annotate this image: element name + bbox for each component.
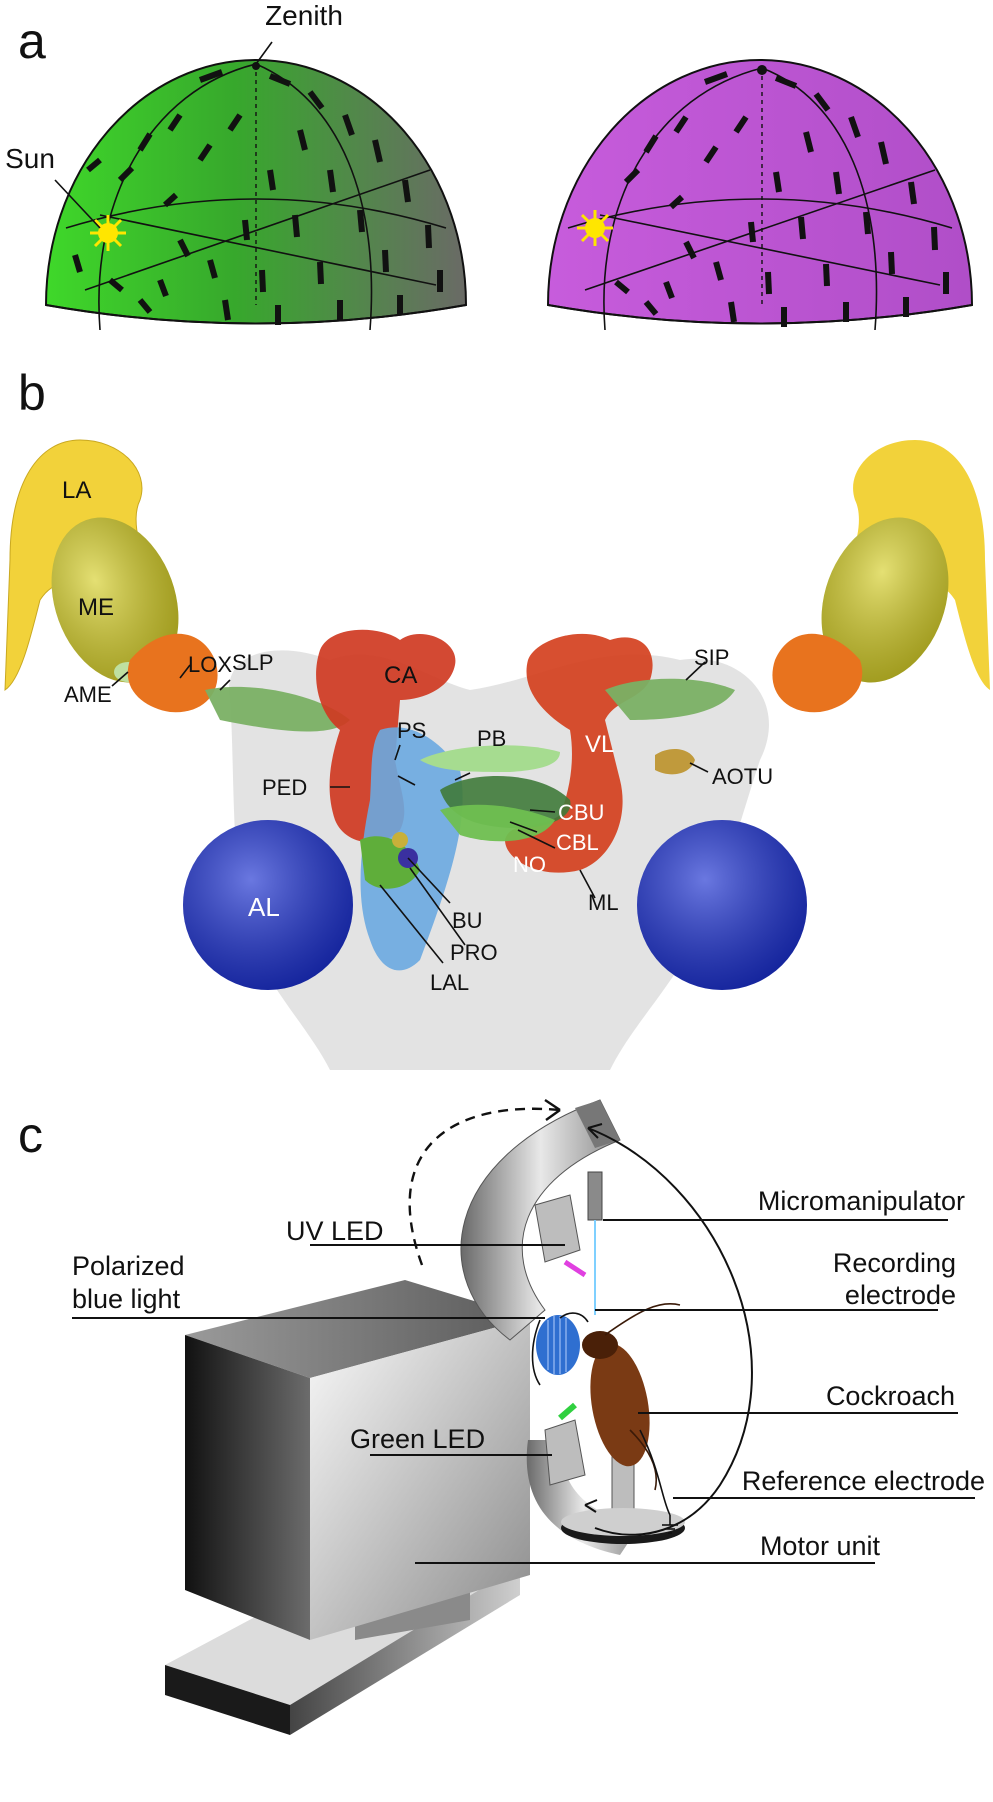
panel-b-letter: b <box>18 365 46 421</box>
label-recording-1: Recording <box>833 1248 956 1278</box>
label-ca: CA <box>384 662 417 689</box>
zenith-label: Zenith <box>265 0 343 31</box>
polarizer-filter <box>536 1315 580 1375</box>
rotation-arrowhead-bottom <box>584 1499 598 1513</box>
label-ml: ML <box>588 890 619 915</box>
reference-wire <box>639 1429 671 1516</box>
label-me-left: ME <box>78 594 114 621</box>
label-al-left: AL <box>248 892 280 922</box>
label-aotu: AOTU <box>712 764 773 789</box>
panel-c-labels: Micromanipulator UV LED Polarized blue l… <box>72 1186 985 1561</box>
bu-region <box>392 832 408 848</box>
label-ps: PS <box>397 718 426 743</box>
label-motor-unit: Motor unit <box>760 1531 881 1561</box>
rotation-arrowhead-dashed <box>544 1099 561 1121</box>
label-recording-2: electrode <box>845 1280 956 1310</box>
panel-b-labels: LA ME LOX SLP AME CA PS PB PED CBU CBL N… <box>62 477 773 995</box>
base-plate-left <box>165 1665 290 1735</box>
sun-leader <box>54 179 101 229</box>
slp-left <box>205 686 350 732</box>
label-ped: PED <box>262 775 307 800</box>
rotation-arrow-solid <box>587 1127 753 1536</box>
label-bu: BU <box>452 908 483 933</box>
cockroach-icon <box>582 1303 681 1491</box>
arc-arm-end <box>575 1100 620 1148</box>
motor-box-top <box>185 1280 530 1378</box>
label-polarized-1: Polarized <box>72 1251 185 1281</box>
green-led-housing <box>544 1419 586 1486</box>
zenith-leader <box>255 41 273 65</box>
label-ame: AME <box>64 682 112 707</box>
medulla-right-shade <box>821 517 949 683</box>
motor-box-side <box>185 1335 310 1640</box>
label-reference-electrode: Reference electrode <box>742 1466 985 1496</box>
label-no: NO <box>513 852 546 877</box>
antennal-lobe-left-shade <box>183 820 353 990</box>
green-led-beam <box>558 1402 577 1421</box>
cbl-region <box>440 804 555 842</box>
panel-a: a <box>5 0 974 331</box>
label-cbu: CBU <box>558 800 604 825</box>
label-lox: LOX <box>188 652 232 677</box>
uv-led-housing <box>534 1194 581 1263</box>
panel-a-letter: a <box>18 13 46 69</box>
stand-base-top <box>561 1508 685 1536</box>
antennal-lobe-right-shade <box>637 820 807 990</box>
sun-icon-right <box>577 210 613 246</box>
panel-c: c <box>18 1099 985 1735</box>
aotu-region <box>655 748 695 775</box>
panel-c-leaders <box>72 1219 975 1564</box>
label-uv-led: UV LED <box>286 1216 384 1246</box>
sun-icon-left <box>90 215 126 251</box>
label-micromanipulator: Micromanipulator <box>758 1186 965 1216</box>
label-sip: SIP <box>694 645 729 670</box>
label-lal: LAL <box>430 970 469 995</box>
lobula-right <box>772 633 863 713</box>
label-cockroach: Cockroach <box>826 1381 955 1411</box>
polarization-pattern-right <box>614 71 949 327</box>
polarizer-rim <box>531 1319 541 1386</box>
micromanipulator <box>587 1171 603 1221</box>
lobula-left <box>127 633 218 713</box>
panel-c-letter: c <box>18 1107 43 1163</box>
label-vl: VL <box>585 731 614 758</box>
label-la-left: LA <box>62 477 91 504</box>
label-green-led: Green LED <box>350 1424 485 1454</box>
panel-b: b <box>4 365 990 1070</box>
zenith-point-left <box>252 62 260 70</box>
label-slp: SLP <box>232 650 274 675</box>
pb-region <box>420 745 560 772</box>
label-polarized-2: blue light <box>72 1284 181 1314</box>
sky-dome-purple <box>546 59 974 331</box>
small-rotation-arrow <box>559 1312 589 1323</box>
zenith-point-right <box>757 65 767 75</box>
label-cbl: CBL <box>556 830 599 855</box>
label-pro: PRO <box>450 940 498 965</box>
sun-label: Sun <box>5 143 55 174</box>
motor-box-front <box>310 1318 530 1640</box>
polarizer-grating <box>547 1316 567 1374</box>
medulla-left-shade <box>51 517 179 683</box>
sky-dome-green <box>44 59 468 331</box>
uv-led-beam <box>563 1259 587 1278</box>
sip-region <box>605 678 735 720</box>
rotation-arrowhead-top <box>587 1123 603 1139</box>
rotation-arrow-dashed <box>408 1107 561 1266</box>
polarization-pattern-left <box>72 69 443 325</box>
label-pb: PB <box>477 726 506 751</box>
panel-b-leaders <box>111 661 709 964</box>
